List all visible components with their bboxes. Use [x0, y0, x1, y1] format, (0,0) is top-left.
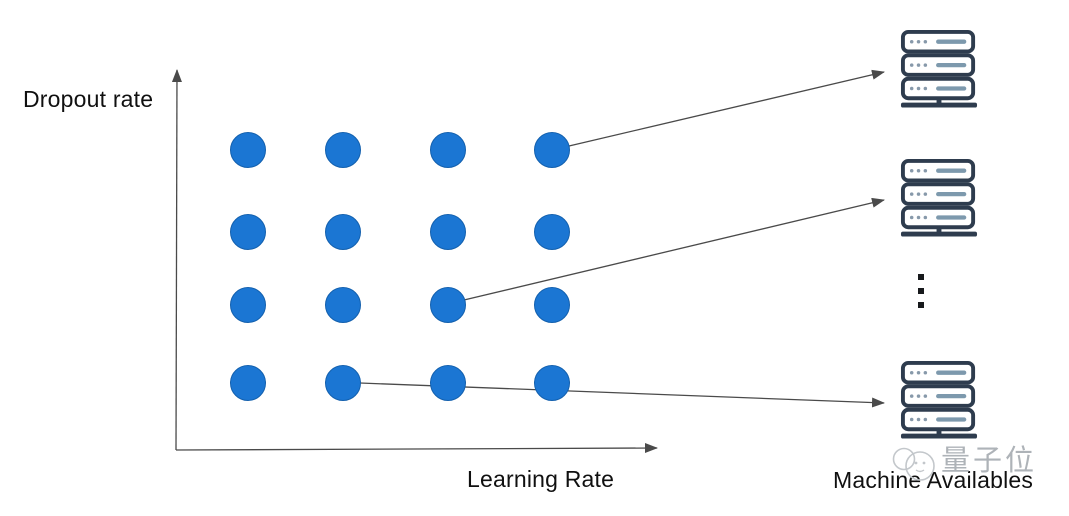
grid-point [230, 214, 266, 250]
grid-point [230, 132, 266, 168]
grid-point [534, 132, 570, 168]
server-rack-icon [900, 30, 978, 108]
assignment-arrow [463, 197, 885, 301]
grid-point [230, 287, 266, 323]
grid-point [325, 287, 361, 323]
y-axis-label: Dropout rate [23, 86, 154, 112]
grid-point [534, 214, 570, 250]
grid-point [430, 132, 466, 168]
y-axis [171, 69, 182, 451]
machines-label: Machine Availables [833, 467, 1034, 493]
ellipsis-dot [918, 288, 924, 294]
grid-point [325, 132, 361, 168]
x-axis [175, 443, 658, 454]
grid-point [430, 287, 466, 323]
grid-point [534, 287, 570, 323]
machine-server [898, 30, 980, 108]
grid-point [430, 214, 466, 250]
grid-point [325, 365, 361, 401]
machine-server [898, 361, 980, 439]
grid-point [534, 365, 570, 401]
grid-point [230, 365, 266, 401]
machine-server [898, 159, 980, 237]
server-rack-icon [900, 361, 978, 439]
ellipsis-dot [918, 302, 924, 308]
ellipsis-dot [918, 274, 924, 280]
grid-point [325, 214, 361, 250]
assignment-arrow [568, 69, 885, 147]
more-machines-ellipsis-icon [918, 274, 924, 308]
server-rack-icon [900, 159, 978, 237]
x-axis-label: Learning Rate [467, 466, 615, 492]
grid-point [430, 365, 466, 401]
